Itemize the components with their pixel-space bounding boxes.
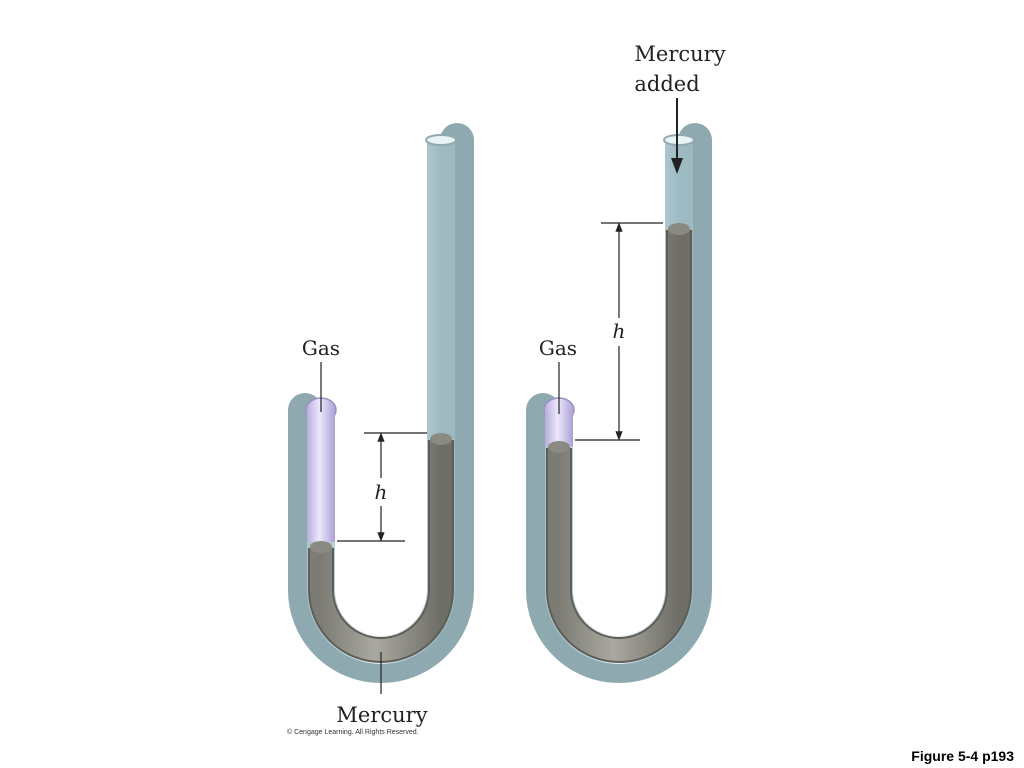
- copyright-notice: © Cengage Learning. All Rights Reserved.: [287, 729, 419, 736]
- mercury-added-label-line2: added: [634, 72, 699, 96]
- right-gas-label: Gas: [539, 336, 577, 360]
- left-mercury-meniscus-right: [430, 433, 452, 445]
- right-open-end: [663, 134, 695, 146]
- left-mercury-fill: [310, 440, 452, 661]
- right-mercury-meniscus-right: [668, 223, 690, 235]
- right-mercury-meniscus-left: [548, 441, 570, 453]
- left-gas-column: [307, 410, 335, 542]
- left-open-end: [425, 134, 457, 146]
- mercury-added-label-line1: Mercury: [634, 42, 725, 66]
- left-gas-label: Gas: [302, 336, 340, 360]
- right-mercury-fill: [548, 230, 690, 661]
- left-h-label: h: [375, 480, 388, 504]
- right-glass-tube: [526, 123, 712, 683]
- right-manometer: Gas h Mercury added: [526, 42, 726, 683]
- right-h-label: h: [613, 319, 626, 343]
- left-mercury-meniscus-left: [310, 541, 332, 553]
- figure-caption: Figure 5-4 p193: [911, 748, 1014, 764]
- right-gas-column: [545, 410, 573, 446]
- left-glass-tube-inner: [307, 140, 455, 664]
- left-mercury-label: Mercury: [336, 703, 427, 727]
- left-manometer: Gas h Mercury: [288, 123, 474, 727]
